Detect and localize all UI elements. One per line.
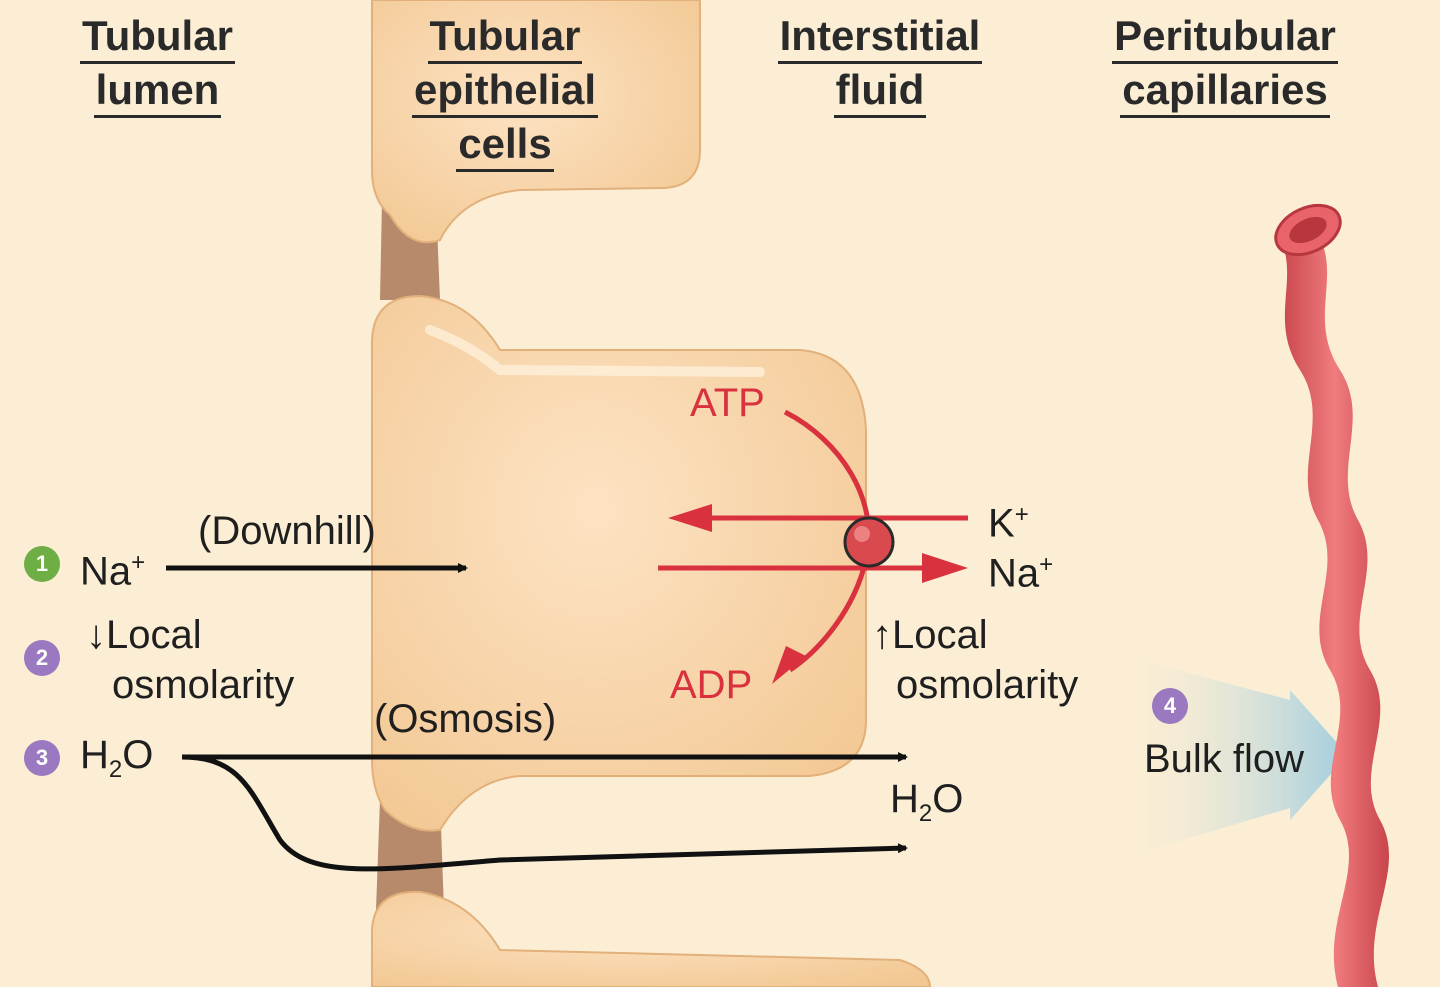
- header-peritubular-line2: capillaries: [1120, 64, 1330, 118]
- step-3-water-label: H2O: [80, 732, 153, 793]
- adp-arrowhead: [772, 646, 806, 684]
- na-pump-charge: +: [1039, 551, 1054, 578]
- interstitial-h2-subscript: 2: [918, 800, 933, 827]
- header-interstitial-line2: fluid: [833, 64, 927, 118]
- osmosis-label: (Osmosis): [374, 697, 557, 741]
- na-text: Na: [80, 549, 132, 594]
- pump-highlight: [854, 526, 870, 542]
- step-4-badge: 4: [1152, 688, 1188, 724]
- header-epithelial-line3: cells: [456, 118, 554, 172]
- k-charge: +: [1014, 501, 1029, 528]
- bulk-flow-label: Bulk flow: [1144, 737, 1305, 781]
- increase-arrow: ↑: [872, 613, 892, 657]
- local-text: Local: [106, 613, 202, 657]
- osmosis-arrow-paracellular: [181, 754, 908, 872]
- h-text: H: [80, 733, 109, 777]
- k-arrowhead: [668, 504, 712, 532]
- step-1-badge: 1: [24, 546, 60, 582]
- header-tubular-lumen-line1: Tubular: [80, 10, 235, 64]
- decrease-arrow: ↓: [86, 613, 106, 657]
- capillary-body: [1280, 238, 1389, 987]
- na-pump-text: Na: [988, 551, 1040, 596]
- main-epithelial-cell: [371, 294, 867, 832]
- lower-epithelial-cell: [371, 890, 932, 987]
- k-text: K: [988, 501, 1015, 546]
- step-2-label-line2: osmolarity: [112, 663, 295, 707]
- header-interstitial-fluid: Interstitial fluid: [760, 10, 1000, 118]
- step-1-na-label: Na+: [80, 540, 145, 594]
- k-ion-label: K+: [988, 492, 1029, 546]
- na-charge: +: [131, 549, 146, 576]
- interstitial-local-text: Local: [892, 613, 988, 657]
- header-epithelial-line1: Tubular: [427, 10, 583, 64]
- header-epithelial-line2: epithelial: [411, 64, 599, 118]
- h2-subscript: 2: [108, 756, 123, 783]
- adp-label: ADP: [670, 663, 753, 707]
- header-peritubular-line1: Peritubular: [1112, 10, 1338, 64]
- capillary-lumen: [1289, 216, 1327, 244]
- o-text: O: [122, 733, 154, 777]
- downhill-label: (Downhill): [198, 509, 376, 553]
- header-interstitial-line1: Interstitial: [777, 10, 983, 64]
- na-pump-arrowhead: [922, 553, 968, 583]
- step-2-label-line1: ↓Local: [86, 612, 202, 658]
- cell-highlight: [425, 325, 765, 377]
- interstitial-o-text: O: [932, 777, 964, 821]
- interstitial-h-text: H: [890, 777, 919, 821]
- step-3-badge: 3: [24, 740, 60, 776]
- header-tubular-lumen-line2: lumen: [93, 64, 222, 118]
- header-tubular-lumen: Tubular lumen: [50, 10, 265, 118]
- na-pump-label: Na+: [988, 542, 1053, 596]
- upper-epithelial-cell: [371, 0, 701, 244]
- step-2-badge: 2: [24, 640, 60, 676]
- header-epithelial-cells: Tubular epithelial cells: [385, 10, 625, 172]
- atp-label: ATP: [690, 381, 765, 425]
- na-k-pump: [843, 516, 895, 568]
- interstitial-osmolarity-line2: osmolarity: [896, 663, 1079, 707]
- header-peritubular-capillaries: Peritubular capillaries: [1095, 10, 1355, 118]
- interstitial-water-label: H2O: [890, 776, 963, 837]
- interstitial-osmolarity-line1: ↑Local: [872, 612, 988, 658]
